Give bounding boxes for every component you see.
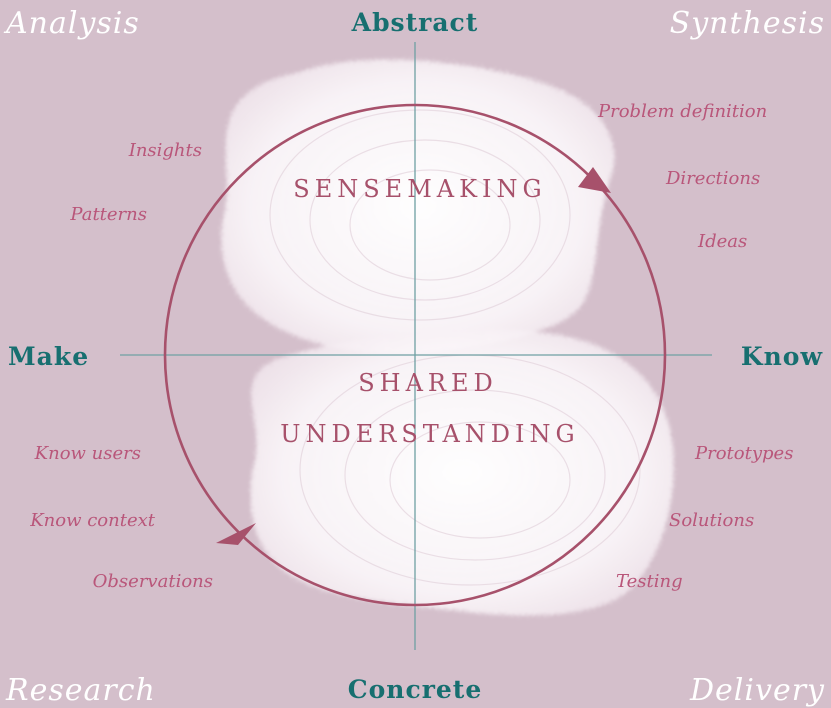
axis-label-know: Know <box>741 342 824 371</box>
item-testing: Testing <box>616 571 683 592</box>
cycle-circle <box>163 103 667 607</box>
item-know-context: Know context <box>29 510 156 531</box>
phase-label-understanding: UNDERSTANDING <box>280 420 579 448</box>
item-ideas: Ideas <box>697 231 747 252</box>
item-directions: Directions <box>665 168 760 189</box>
cycle-arrow-top-right <box>578 167 611 193</box>
upper-brush-blob <box>221 59 615 354</box>
axis-label-make: Make <box>8 342 89 371</box>
phase-label-shared: SHARED <box>358 369 498 397</box>
brush-texture <box>269 109 641 586</box>
brush-blob <box>221 59 674 616</box>
item-insights: Insights <box>128 140 202 161</box>
item-patterns: Patterns <box>69 204 147 225</box>
item-solutions: Solutions <box>669 510 754 531</box>
cycle-arrow-bottom-left <box>216 523 256 545</box>
item-know-users: Know users <box>34 443 141 464</box>
corner-label-analysis: Analysis <box>3 6 140 41</box>
corner-label-delivery: Delivery <box>689 673 825 708</box>
item-prototypes: Prototypes <box>694 443 793 464</box>
corner-label-research: Research <box>5 673 156 708</box>
axis-label-concrete: Concrete <box>348 675 483 704</box>
axis-label-abstract: Abstract <box>351 8 479 37</box>
item-observations: Observations <box>93 571 213 592</box>
lower-brush-blob <box>250 328 674 616</box>
phase-label-sensemaking: SENSEMAKING <box>293 175 546 203</box>
corner-label-synthesis: Synthesis <box>670 6 825 41</box>
item-problem-definition: Problem definition <box>597 101 767 122</box>
